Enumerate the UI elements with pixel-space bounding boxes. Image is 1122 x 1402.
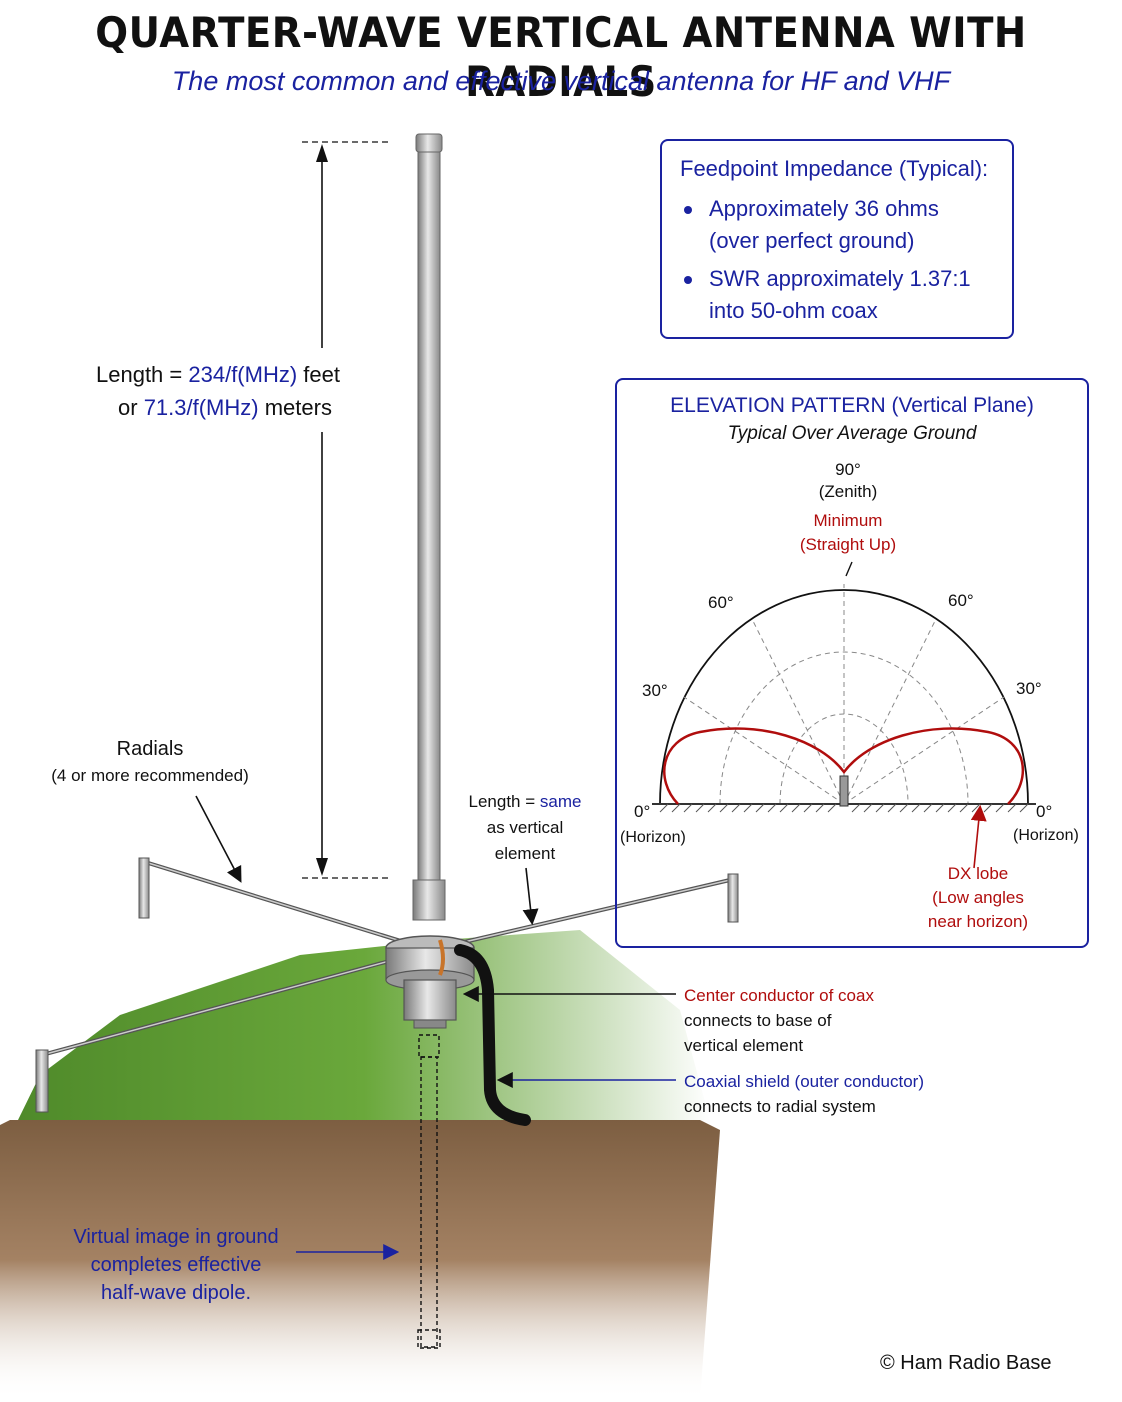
page-title: QUARTER-WAVE VERTICAL ANTENNA WITH RADIA… [95, 8, 1027, 106]
zenith-angle: 90° [835, 460, 861, 479]
radials-note: (4 or more recommended) [51, 766, 249, 785]
elevation-pattern-box [615, 378, 1089, 948]
feedpoint-bullet1-line2: (over perfect ground) [709, 228, 915, 253]
length-unit-feet: feet [297, 362, 340, 387]
radials-title: Radials [116, 738, 184, 760]
angle-0-left: 0° [634, 802, 651, 821]
virtual-image-line1: Virtual image in ground [73, 1226, 279, 1248]
virtual-image-line2: completes effective [90, 1254, 262, 1276]
soil-layer [0, 1120, 720, 1400]
feedpoint-bullet1-line1: Approximately 36 ohms [709, 196, 939, 221]
length-or: or [118, 395, 144, 420]
center-conductor-line3: vertical element [684, 1036, 804, 1055]
bullet-dot [684, 206, 692, 214]
radial-length-same: same [539, 792, 582, 811]
dx-lobe-line2: (Low angles [932, 888, 1024, 907]
feedpoint-title: Feedpoint Impedance (Typical): [680, 156, 989, 181]
length-prefix: Length = [96, 362, 189, 387]
dx-lobe-line1: DX lobe [947, 864, 1009, 883]
radial-length-line1: Length = same [450, 790, 600, 814]
minimum-label: Minimum [813, 511, 883, 530]
horizon-right: (Horizon) [1013, 827, 1079, 844]
radial-length-line3: element [494, 844, 556, 863]
angle-0-right: 0° [1036, 802, 1053, 821]
elevation-pattern-plot [652, 561, 1036, 869]
zenith-label: (Zenith) [818, 482, 878, 501]
copyright-text: © Ham Radio Base [880, 1352, 1052, 1374]
grass-layer [18, 930, 710, 1120]
radiation-lobe [663, 727, 1024, 805]
center-conductor-line2: connects to base of [684, 1011, 832, 1030]
page-subtitle: The most common and effective vertical a… [171, 66, 951, 96]
minimum-note: (Straight Up) [799, 535, 897, 554]
elevation-title: ELEVATION PATTERN (Vertical Plane) [670, 394, 1034, 417]
coax-shield-line1: Coaxial shield (outer conductor) [684, 1072, 925, 1091]
angle-30-right: 30° [1016, 679, 1042, 698]
radial-length-prefix: Length = [468, 792, 540, 811]
horizon-left: (Horizon) [620, 829, 686, 846]
feedpoint-box [660, 139, 1014, 339]
radial-length-line2: as vertical [486, 818, 564, 837]
angle-60-left: 60° [708, 593, 734, 612]
coax-shield-line2: connects to radial system [684, 1097, 876, 1116]
elevation-subtitle: Typical Over Average Ground [727, 423, 977, 444]
center-conductor-line1: Center conductor of coax [684, 986, 874, 1005]
dx-lobe-line3: near horizon) [927, 912, 1029, 931]
length-label-line1: Length = 234/f(MHz) feet [96, 362, 340, 388]
length-formula-feet: 234/f(MHz) [188, 362, 298, 387]
bullet-dot [684, 276, 692, 284]
length-unit-meters: meters [258, 395, 332, 420]
feedpoint-bullet2-line1: SWR approximately 1.37:1 [709, 266, 971, 291]
feedpoint-bullet2-line2: into 50-ohm coax [709, 298, 878, 323]
length-formula-meters: 71.3/f(MHz) [143, 395, 259, 420]
virtual-image-line3: half-wave dipole. [100, 1282, 252, 1304]
length-label-line2: or 71.3/f(MHz) meters [118, 395, 332, 421]
angle-30-left: 30° [642, 681, 668, 700]
angle-60-right: 60° [948, 591, 974, 610]
